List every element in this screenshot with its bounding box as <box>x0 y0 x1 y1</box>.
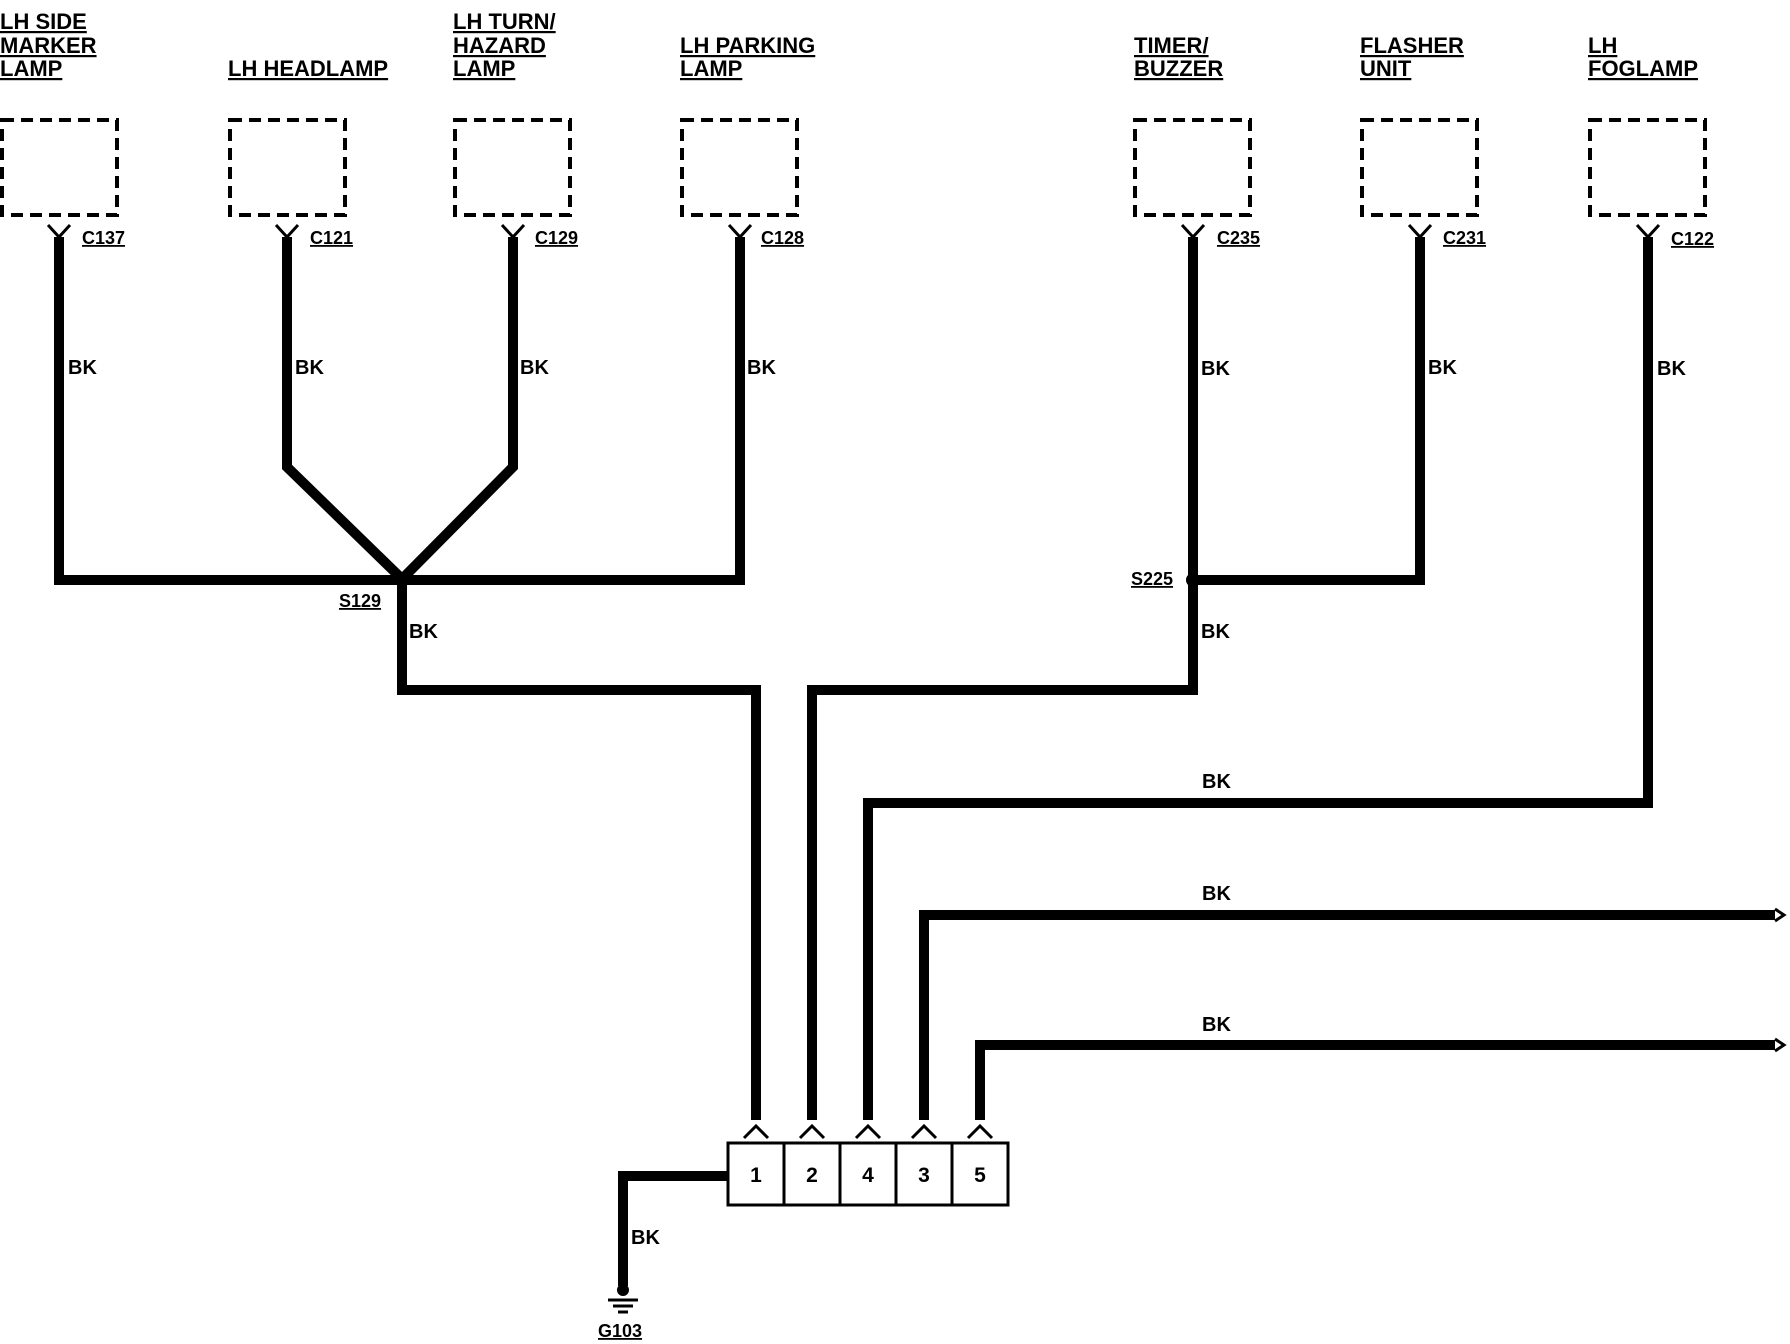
component-box <box>1588 118 1707 217</box>
component-title-line: LH HEADLAMP <box>228 56 388 81</box>
component-title-line: TIMER/ <box>1134 33 1209 58</box>
pin-label: 1 <box>750 1164 762 1187</box>
connector-block: 1 2 4 3 5 <box>726 1141 1010 1207</box>
component-title-line: LH PARKING <box>680 33 815 58</box>
component-box <box>228 118 347 217</box>
pin-terminal <box>742 1123 770 1140</box>
component-box <box>1360 118 1479 217</box>
component-lh-side-marker-lamp: LH SIDE MARKER LAMP C137 BK <box>0 9 125 379</box>
connector-terminal <box>1180 223 1206 240</box>
wire-off-page-to-pin5 <box>975 1040 1775 1120</box>
pin-label: 4 <box>862 1164 874 1187</box>
connector-terminal <box>46 223 72 240</box>
component-timer-buzzer: TIMER/ BUZZER C235 BK <box>1133 33 1260 380</box>
splice-label: S129 <box>339 591 381 611</box>
pin-terminal <box>966 1123 994 1140</box>
ground-dot <box>617 1284 629 1296</box>
wire-off-page-to-pin3 <box>919 910 1775 1120</box>
pin-label: 3 <box>918 1164 930 1187</box>
splice-s129: S129 BK <box>339 573 438 643</box>
component-title-line: FLASHER <box>1360 33 1464 58</box>
wire-color-label: BK <box>409 621 438 643</box>
component-title-line: UNIT <box>1360 56 1412 81</box>
component-title-line: MARKER <box>0 33 97 58</box>
component-title-line: HAZARD <box>453 33 546 58</box>
wire-color-label: BK <box>1201 621 1230 643</box>
wire-c137-to-s129 <box>54 237 400 585</box>
wire-s129-to-pin1 <box>397 580 761 1120</box>
component-lh-headlamp: LH HEADLAMP C121 BK <box>228 56 388 379</box>
component-lh-turn-hazard-lamp: LH TURN/ HAZARD LAMP C129 BK <box>453 9 578 379</box>
component-title-line: LH SIDE <box>0 9 87 34</box>
wire-s225-to-pin2 <box>807 580 1198 1120</box>
pin-label: 5 <box>974 1164 986 1187</box>
wire-color-label: BK <box>747 357 776 379</box>
wire-color-label: BK <box>520 357 549 379</box>
connector-terminal <box>500 223 526 240</box>
component-box <box>453 118 572 217</box>
wire-c128-to-s129 <box>404 237 745 585</box>
wire-color-label: BK <box>68 357 97 379</box>
component-title-line: LH TURN/ <box>453 9 556 34</box>
wire-c129-to-s129 <box>400 237 518 581</box>
pin-box <box>950 1141 1010 1207</box>
connector-terminal <box>1407 223 1433 240</box>
off-page-arrow <box>1774 907 1787 923</box>
wire-color-label: BK <box>295 357 324 379</box>
component-lh-parking-lamp: LH PARKING LAMP C128 BK <box>680 33 815 379</box>
connector-terminal <box>274 223 300 240</box>
splice-label: S225 <box>1131 569 1173 589</box>
wire-c231-to-s225 <box>1193 237 1425 585</box>
component-box <box>0 118 119 217</box>
component-box <box>680 118 799 217</box>
pin-terminals <box>742 1123 994 1140</box>
connector-label: C122 <box>1671 229 1714 249</box>
wire-c122-to-pin4 <box>863 237 1653 1120</box>
wire-color-label: BK <box>1202 771 1231 793</box>
connector-label: C137 <box>82 228 125 248</box>
off-page-arrow <box>1774 1037 1787 1053</box>
wire-color-label: BK <box>1428 357 1457 379</box>
pin-terminal <box>798 1123 826 1140</box>
connector-terminal <box>727 223 753 240</box>
wire-color-label: BK <box>1657 358 1686 380</box>
wire-to-ground <box>618 1171 728 1286</box>
connector-label: C128 <box>761 228 804 248</box>
wire-c121-to-s129 <box>282 237 404 581</box>
component-title-line: FOGLAMP <box>1588 56 1698 81</box>
pin-label: 2 <box>806 1164 818 1187</box>
pin-box <box>782 1141 842 1207</box>
connector-terminal <box>1635 223 1661 240</box>
wire-color-label: BK <box>631 1227 660 1249</box>
ground-label: G103 <box>598 1321 642 1341</box>
connector-label: C235 <box>1217 228 1260 248</box>
wire-color-label: BK <box>1202 883 1231 905</box>
component-title-line: LAMP <box>453 56 515 81</box>
component-lh-foglamp: LH FOGLAMP C122 BK <box>1588 33 1714 380</box>
pin-terminal <box>854 1123 882 1140</box>
ground-icon <box>608 1284 638 1314</box>
wire-color-label: BK <box>1202 1014 1231 1036</box>
component-box <box>1133 118 1252 217</box>
connector-label: C129 <box>535 228 578 248</box>
component-title-line: LH <box>1588 33 1617 58</box>
component-title-line: LAMP <box>680 56 742 81</box>
connector-label: C231 <box>1443 228 1486 248</box>
wire-color-label: BK <box>1201 358 1230 380</box>
component-title-line: LAMP <box>0 56 62 81</box>
pin-terminal <box>910 1123 938 1140</box>
connector-label: C121 <box>310 228 353 248</box>
component-flasher-unit: FLASHER UNIT C231 BK <box>1360 33 1486 379</box>
component-title-line: BUZZER <box>1134 56 1223 81</box>
